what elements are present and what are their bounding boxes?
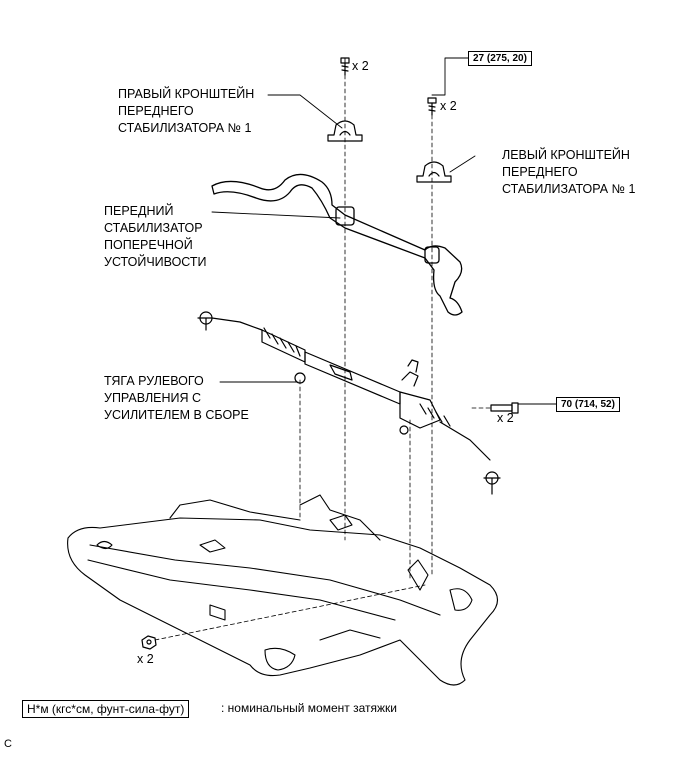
bracket-bolt-icon: [427, 97, 437, 116]
right-bracket-label: ПРАВЫЙ КРОНШТЕЙН ПЕРЕДНЕГО СТАБИЛИЗАТОРА…: [118, 86, 254, 137]
rack-bolt-icon: [490, 402, 519, 414]
legend-unit-box: Н*м (кгс*см, фунт-сила-фут): [22, 700, 190, 718]
quantity-label: x 2: [440, 99, 457, 113]
subframe-shape: [67, 494, 499, 686]
label-line: ПЕРЕДНЕГО: [118, 104, 194, 118]
leader-lines: [211, 57, 557, 405]
label-line: ПОПЕРЕЧНОЙ: [104, 238, 193, 252]
quantity-label: x 2: [352, 59, 369, 73]
rack-torque-box: 70 (714, 52): [556, 397, 620, 412]
label-line: УПРАВЛЕНИЯ С: [104, 391, 202, 405]
label-line: ПЕРЕДНИЙ: [104, 204, 174, 218]
legend-description: : номинальный момент затяжки: [221, 701, 397, 715]
right-bracket-shape: [327, 120, 363, 142]
corner-mark: C: [4, 738, 12, 750]
steering-rack-shape: [197, 311, 501, 495]
quantity-label: x 2: [137, 652, 154, 666]
left-bracket-shape: [416, 161, 452, 183]
label-line: УСТОЙЧИВОСТИ: [104, 255, 207, 269]
assembly-guide-lines: [154, 74, 491, 641]
bracket-bolt-icon: [340, 57, 350, 76]
left-bracket-label: ЛЕВЫЙ КРОНШТЕЙН ПЕРЕДНЕГО СТАБИЛИЗАТОРА …: [502, 147, 635, 198]
label-line: СТАБИЛИЗАТОРА № 1: [118, 121, 252, 135]
stabilizer-bar-shape: [211, 173, 463, 316]
label-line: СТАБИЛИЗАТОР: [104, 221, 203, 235]
stabilizer-label: ПЕРЕДНИЙ СТАБИЛИЗАТОР ПОПЕРЕЧНОЙ УСТОЙЧИ…: [104, 203, 207, 271]
label-line: СТАБИЛИЗАТОРА № 1: [502, 182, 636, 196]
quantity-label: x 2: [497, 411, 514, 425]
label-line: ТЯГА РУЛЕВОГО: [104, 374, 204, 388]
label-line: ЛЕВЫЙ КРОНШТЕЙН: [502, 148, 630, 162]
label-line: ПРАВЫЙ КРОНШТЕЙН: [118, 87, 255, 101]
steering-link-label: ТЯГА РУЛЕВОГО УПРАВЛЕНИЯ С УСИЛИТЕЛЕМ В …: [104, 373, 249, 424]
label-line: ПЕРЕДНЕГО: [502, 165, 578, 179]
bracket-torque-box: 27 (275, 20): [468, 51, 532, 66]
label-line: УСИЛИТЕЛЕМ В СБОРЕ: [104, 408, 249, 422]
nut-icon: [141, 635, 157, 650]
